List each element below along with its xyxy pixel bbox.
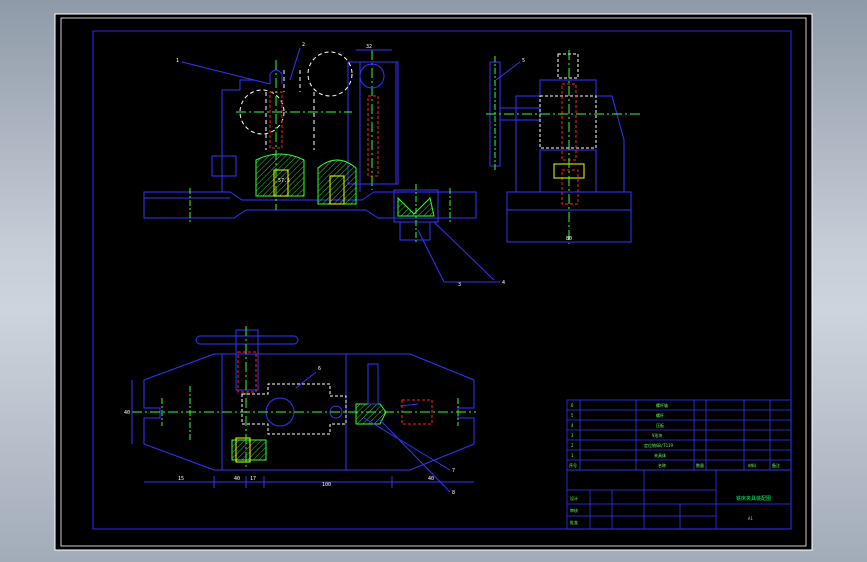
front-v-block [393,189,439,223]
front-dim-top: 32 [366,44,372,50]
leader-line-1 [181,61,271,85]
side-view[interactable] [486,50,640,244]
plan-leader-b [363,417,451,471]
front-section-right [317,159,357,205]
parts-header-name: 名称 [658,462,666,468]
front-dim-width: 57.5 [278,178,290,184]
front-leader-1: 1 [176,58,179,64]
parts-header-qty: 数量 [696,462,704,468]
plan-base [143,353,475,471]
parts-row-3-name: 压板 [656,422,664,428]
parts-row-4-no: 3 [571,433,574,438]
plan-leader-6: 6 [318,366,321,372]
parts-row-6-name: 夹具体 [654,452,666,458]
side-hidden-upper [557,53,579,79]
front-gear-circle-left [239,89,285,135]
parts-row-5-no: 2 [571,443,574,448]
side-body [515,79,625,192]
parts-row-1-no: 6 [571,403,574,408]
plan-upright-pin [367,363,379,405]
parts-header-remark: 备注 [772,462,780,468]
plan-yellow-bolt [235,437,251,463]
front-section-left [255,153,305,197]
drawing-title: 铣床夹具装配图 [736,495,771,502]
plan-dim-1: 15 [178,476,184,482]
front-screw-hidden [367,95,379,177]
front-v-section [397,196,435,217]
front-yellow-bolt-left [273,169,289,197]
plan-dim-5: 17 [250,476,256,482]
front-gear-circle-right [307,51,353,97]
sign-review: 审核 [570,507,578,513]
side-leader-5: 5 [522,58,525,64]
front-body [221,79,361,192]
front-yellow-bolt-right [329,175,345,205]
side-leader [495,61,521,81]
plan-dim-height: 40 [124,410,130,416]
side-hidden-body [539,95,597,149]
drawing-border [92,30,792,530]
plan-hidden-cavity [241,383,347,435]
parts-row-2-no: 5 [571,413,574,418]
front-base-plate [143,191,477,219]
drawing-sheet: A1 [748,516,753,521]
side-red-lower [561,169,579,205]
title-block[interactable] [566,469,792,530]
leader-line-3 [417,229,445,283]
plan-handle [195,335,299,345]
side-dim-width: 80 [566,236,572,242]
outer-frame [60,17,807,547]
front-v-lower [399,221,431,241]
parts-row-1-name: 螺杆轴 [656,402,668,408]
front-leader-3: 3 [458,282,461,288]
plan-leader-c [379,419,451,493]
plan-leader-d [399,403,419,407]
parts-row-5-name: 定位销GB/T119 [644,442,673,448]
plan-leader-7: 7 [452,468,455,474]
plan-leader-8: 8 [452,490,455,496]
plan-leader-a [295,371,317,389]
front-upright [347,61,399,185]
front-shaft-circle [359,63,385,89]
parts-row-3-no: 4 [571,423,574,428]
front-leader-4: 4 [502,280,505,286]
parts-header-no: 序号 [569,462,577,468]
front-leader-2: 2 [302,42,305,48]
plan-red-block [237,351,257,393]
title-block-frame [566,469,792,530]
front-side-lug [211,155,237,177]
plan-dim-3: 100 [322,482,331,488]
front-view[interactable] [143,47,500,283]
parts-row-4-name: V形块 [652,432,662,438]
plan-dim-4: 40 [428,476,434,482]
plan-screw-column [235,329,259,391]
parts-header-material: 材料 [748,462,756,468]
parts-row-6-no: 1 [571,453,574,458]
front-hidden-slot [265,70,315,150]
plan-view[interactable] [131,326,476,493]
plan-section-lower [231,439,267,461]
leader-line-2 [289,47,301,81]
parts-row-2-name: 螺杆 [656,412,664,418]
leader-line-5 [433,221,495,281]
sign-design: 设计 [570,495,578,501]
side-inner-block [539,149,597,193]
sign-approve: 批准 [570,519,578,525]
plan-dim-2: 40 [234,476,240,482]
parts-list[interactable] [566,399,792,471]
